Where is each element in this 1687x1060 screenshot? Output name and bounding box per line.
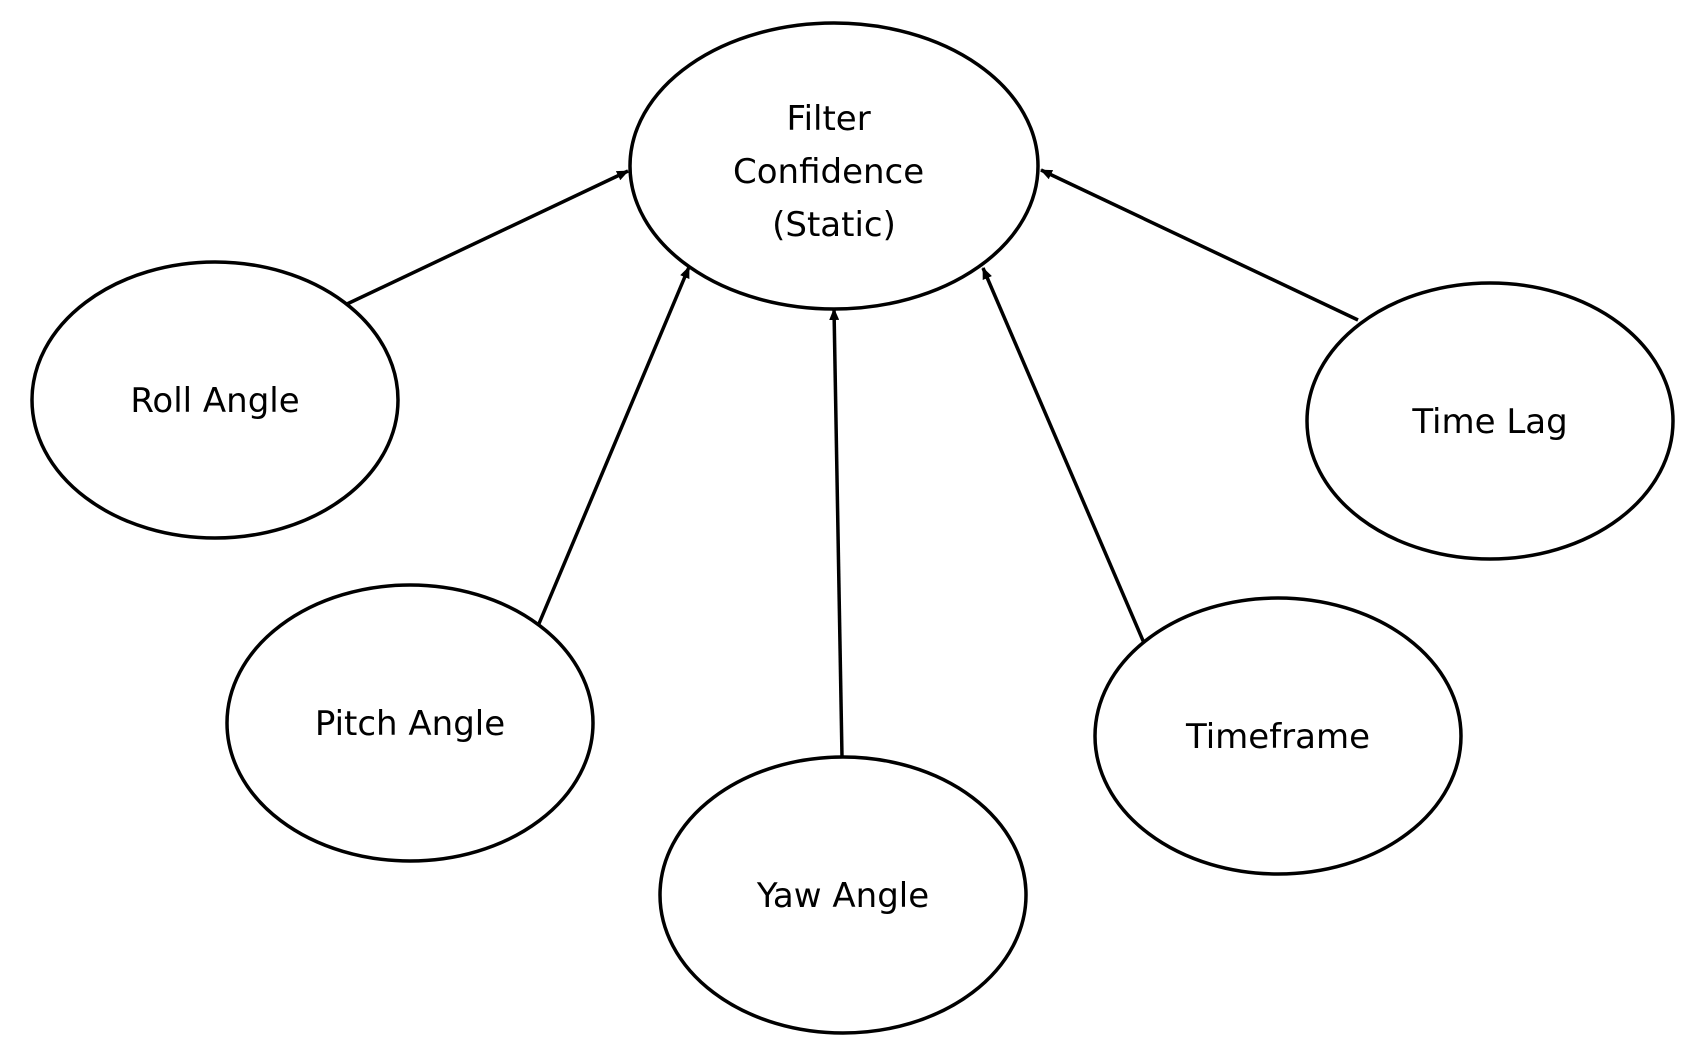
node-roll: Roll Angle	[30, 260, 400, 540]
node-roll-label: Roll Angle	[130, 381, 299, 421]
node-yaw-label: Yaw Angle	[756, 876, 929, 916]
edge-timelag-to-target	[1040, 168, 1359, 322]
node-target: Filter Confidence (Static)	[628, 21, 1040, 311]
edge-timeframe-to-target	[981, 267, 1146, 644]
edge-yaw-to-target	[829, 308, 844, 758]
node-target-shape	[628, 21, 1040, 311]
node-timelag-shape	[1305, 281, 1675, 561]
node-pitch: Pitch Angle	[225, 583, 595, 863]
edge-roll-to-target	[346, 169, 629, 306]
node-yaw-shape	[658, 755, 1028, 1035]
node-target-label-line-1: Filter	[786, 99, 870, 139]
edges	[346, 168, 1359, 758]
node-timeframe: Timeframe	[1093, 596, 1463, 876]
node-timeframe-label: Timeframe	[1185, 717, 1370, 757]
node-target-label-line-3: (Static)	[772, 205, 896, 245]
edge-pitch-to-target	[536, 266, 691, 627]
node-timeframe-shape	[1093, 596, 1463, 876]
node-pitch-label: Pitch Angle	[315, 704, 505, 744]
node-timelag-label: Time Lag	[1411, 402, 1567, 442]
node-target-label-line-2: Confidence	[733, 152, 924, 192]
node-yaw: Yaw Angle	[658, 755, 1028, 1035]
node-timelag: Time Lag	[1305, 281, 1675, 561]
node-pitch-shape	[225, 583, 595, 863]
node-target-label: Filter Confidence (Static)	[733, 99, 935, 245]
node-roll-shape	[30, 260, 400, 540]
